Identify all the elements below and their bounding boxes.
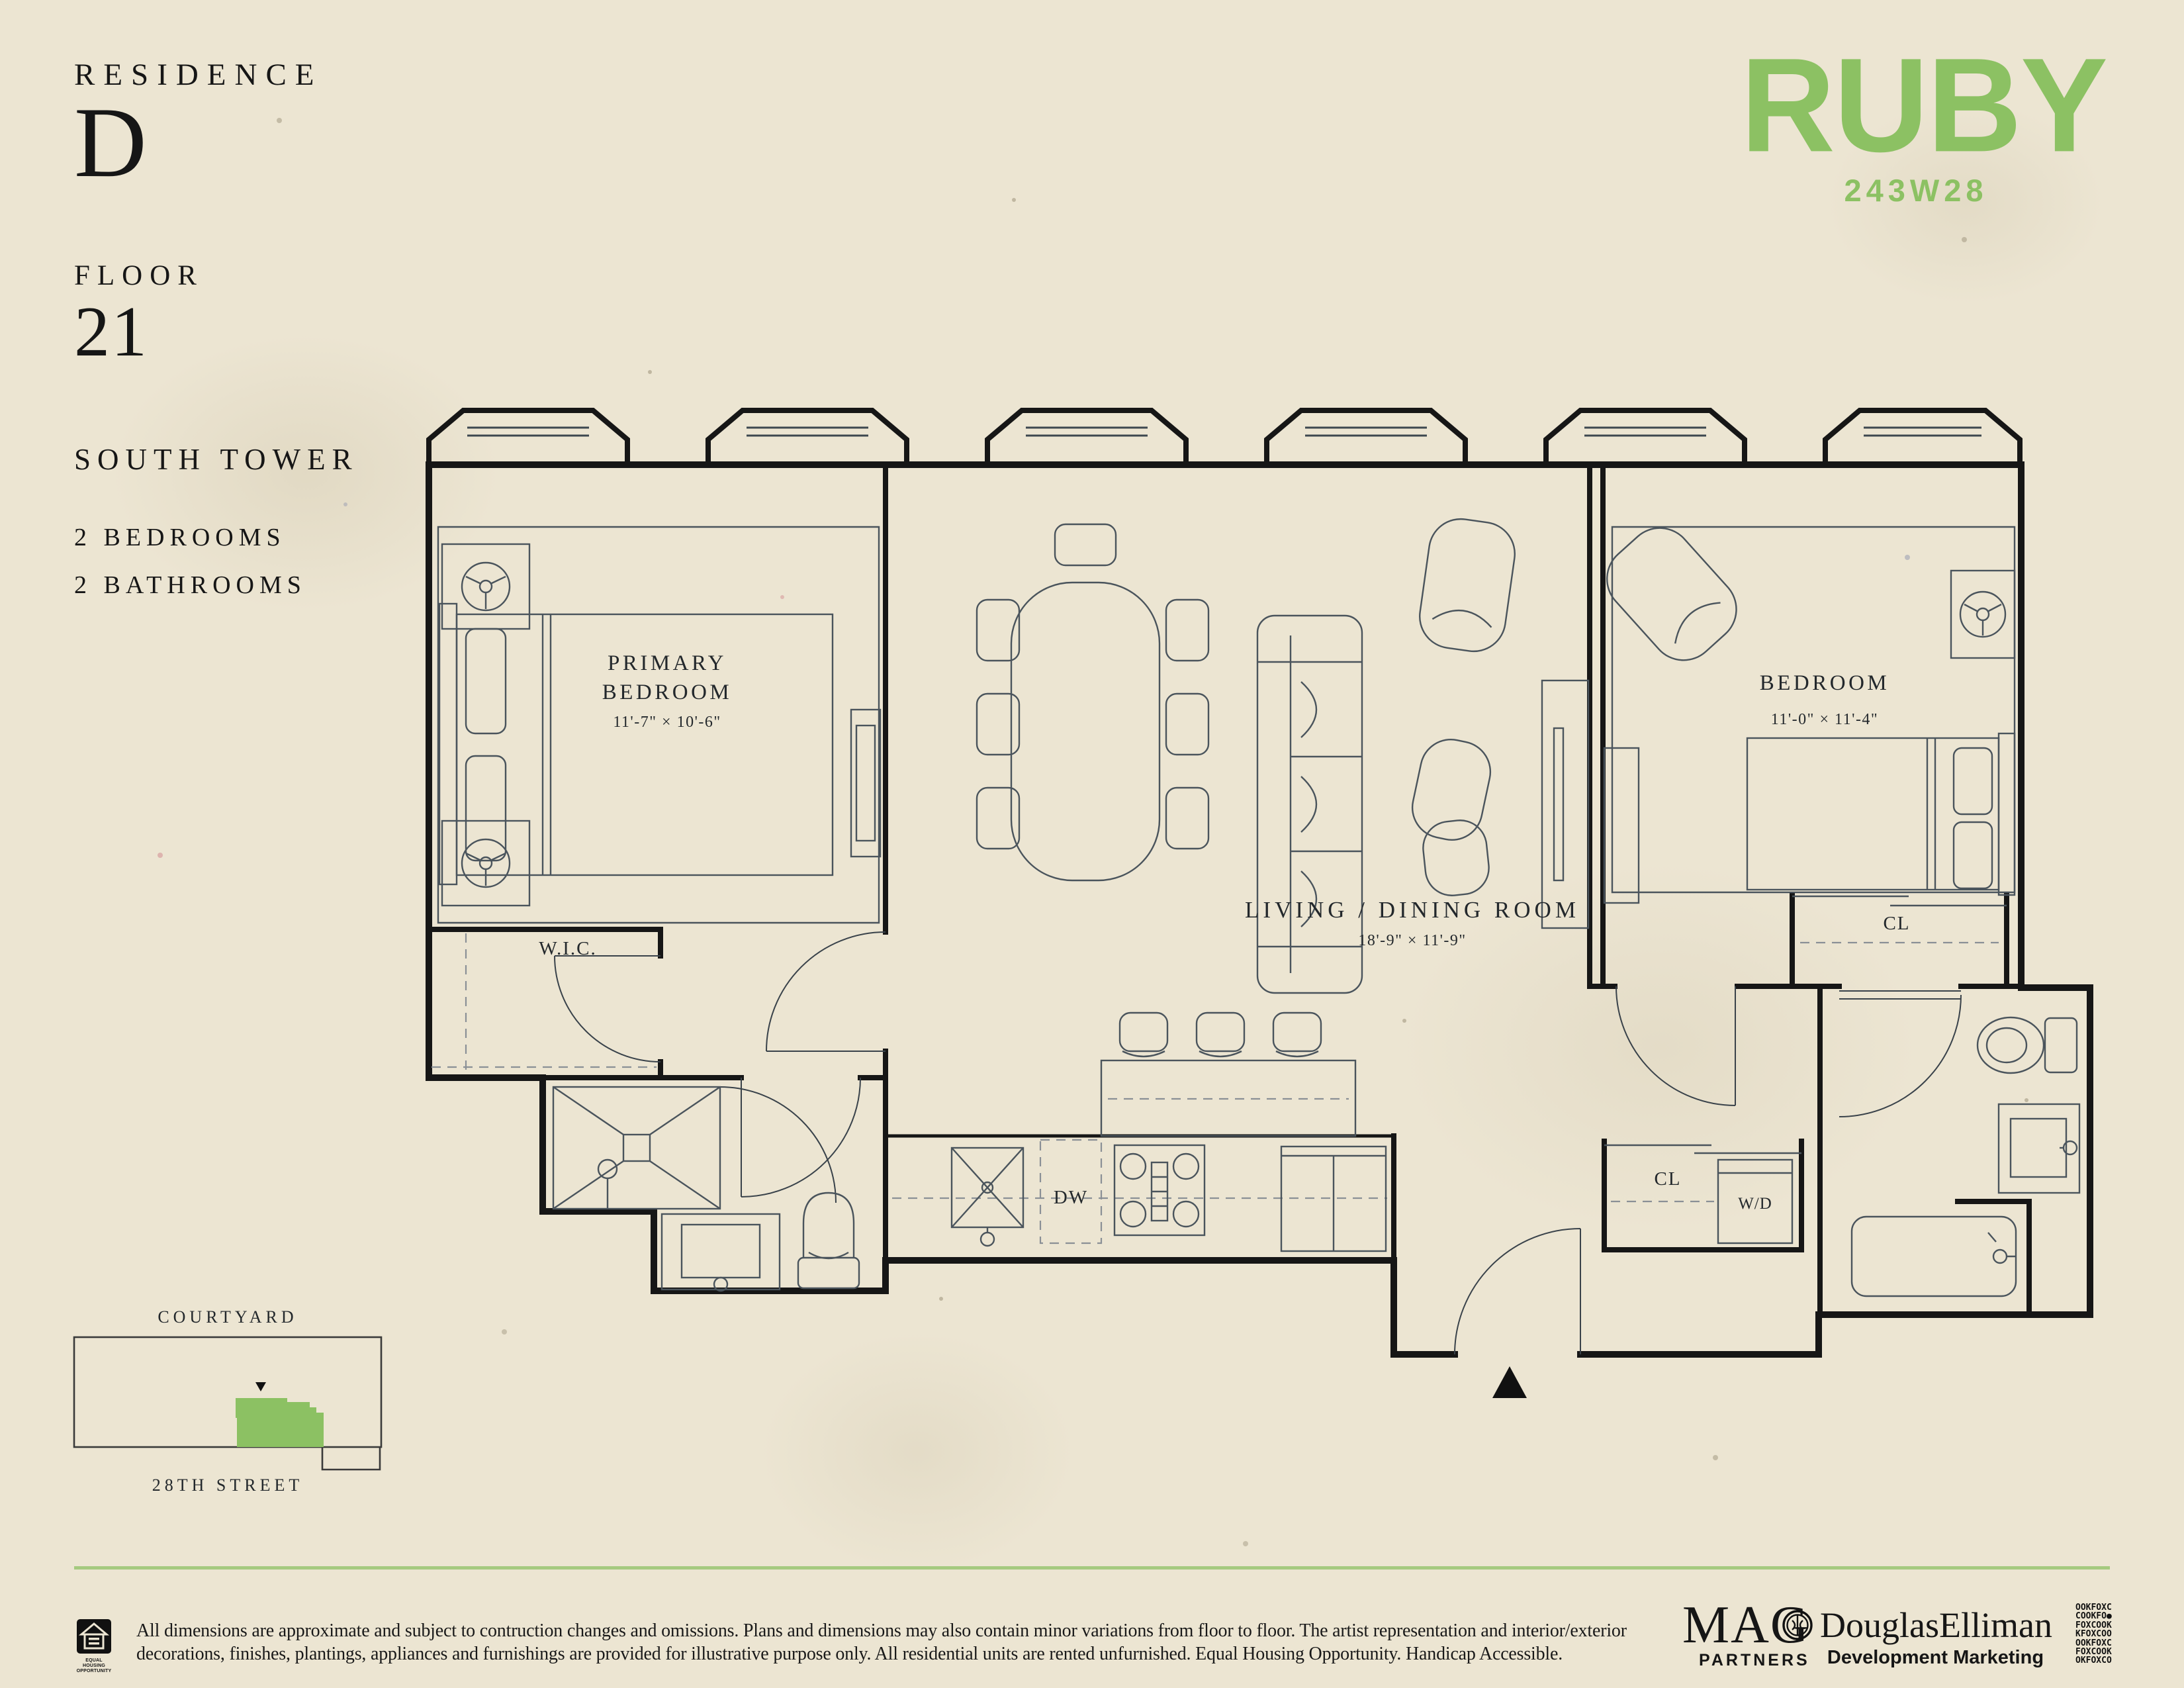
living-dining-dims: 18'-9" × 11'-9" — [1358, 932, 1466, 949]
primary-bedroom-label2: BEDROOM — [602, 680, 733, 704]
footer-divider — [74, 1566, 2110, 1570]
dining-set-icon — [976, 523, 1210, 882]
closet-rod-lines — [432, 933, 1999, 1203]
bathrooms-label: 2 BATHROOMS — [74, 571, 306, 599]
exterior-walls — [426, 461, 2093, 1358]
sofa-icon — [1256, 614, 1363, 994]
building-logo: RUBY 243W28 — [1741, 30, 2108, 209]
stove-icon — [1113, 1144, 1206, 1237]
douglas-elliman-icon — [1782, 1610, 1813, 1640]
entry-closet-label: CL — [1654, 1168, 1681, 1190]
mag-partners-text: PARTNERS — [1699, 1651, 1810, 1669]
dishwasher-label: DW — [1054, 1187, 1088, 1208]
entry-triangle-icon — [1492, 1366, 1527, 1398]
cookfox-row: OKFOXCO — [2075, 1656, 2112, 1666]
cookfox-row: OOKFOXC — [2075, 1603, 2112, 1613]
building-address: 243W28 — [1844, 173, 1988, 208]
lounge-chair-icon — [1411, 738, 1492, 896]
washer-dryer-icon — [1717, 1158, 1794, 1244]
room-labels: PRIMARY BEDROOM 11'-7" × 10'-6" LIVING /… — [539, 651, 1910, 1213]
equal-housing-logo: EQUAL HOUSING OPPORTUNITY — [74, 1619, 114, 1674]
cookfox-row: COOKFO● — [2075, 1611, 2112, 1622]
disclaimer-line2: decorations, finishes, plantings, applia… — [136, 1644, 1563, 1664]
ruby-logo: RUBY — [1741, 30, 2108, 180]
bedroom-label: BEDROOM — [1760, 671, 1890, 695]
courtyard-label: COURTYARD — [158, 1307, 297, 1327]
bedroom-dims: 11'-0" × 11'-4" — [1771, 711, 1878, 728]
kitchen-island-icon — [1100, 1011, 1357, 1137]
armchair-icon — [1419, 518, 1516, 653]
equal-housing-text1: EQUAL HOUSING — [82, 1658, 106, 1668]
equal-housing-icon — [77, 1619, 111, 1654]
doors — [554, 895, 2007, 1355]
cookfox-row: OOKFOXC — [2075, 1638, 2112, 1648]
site-map: COURTYARD 28TH STREET — [73, 1307, 383, 1495]
fridge-icon — [1280, 1145, 1387, 1252]
cookfox-logo: OOKFOXC COOKFO● FOXCOOK KFOXCOO OOKFOXC … — [2075, 1603, 2112, 1665]
floor-label: FLOOR — [74, 260, 204, 291]
primary-bath-icons — [552, 1086, 860, 1292]
street-label: 28TH STREET — [152, 1476, 304, 1495]
living-dining-label: LIVING / DINING ROOM — [1245, 897, 1580, 923]
tv-console-icon — [1541, 679, 1640, 929]
kitchen-sink-icon — [950, 1147, 1024, 1247]
cookfox-row: FOXCOOK — [2075, 1620, 2112, 1630]
unit-highlight — [236, 1398, 324, 1447]
bedrooms-label: 2 BEDROOMS — [74, 524, 286, 551]
wic-label: W.I.C. — [539, 938, 596, 959]
window-bays — [426, 408, 2023, 467]
bedroom-bed-icon — [1606, 527, 2016, 896]
equal-housing-text2: OPPORTUNITY — [76, 1669, 112, 1673]
disclaimer: All dimensions are approximate and subje… — [136, 1619, 1632, 1665]
cookfox-row: KFOXCOO — [2075, 1629, 2112, 1640]
tower-label: SOUTH TOWER — [74, 443, 359, 476]
primary-bedroom-dims: 11'-7" × 10'-6" — [613, 714, 721, 731]
interior-walls — [426, 462, 2032, 1317]
residence-letter: D — [74, 87, 147, 198]
primary-bed-icon — [438, 543, 882, 907]
dishwasher-outline — [1039, 1139, 1103, 1244]
residence-label: RESIDENCE — [74, 58, 323, 92]
primary-bedroom-label: PRIMARY — [608, 651, 727, 675]
site-triangle-icon — [255, 1382, 266, 1391]
cookfox-row: FOXCOOK — [2075, 1647, 2112, 1658]
floor-number: 21 — [74, 293, 148, 371]
washer-dryer-label: W/D — [1738, 1195, 1772, 1213]
douglas-elliman-logo: DouglasElliman Development Marketing — [1782, 1605, 2052, 1669]
disclaimer-line1: All dimensions are approximate and subje… — [136, 1620, 1627, 1641]
second-bath-icons — [1850, 1016, 2081, 1297]
bedroom-closet-label: CL — [1883, 913, 1910, 934]
development-marketing-text: Development Marketing — [1827, 1647, 2044, 1668]
douglas-elliman-wordmark: DouglasElliman — [1820, 1605, 2052, 1645]
